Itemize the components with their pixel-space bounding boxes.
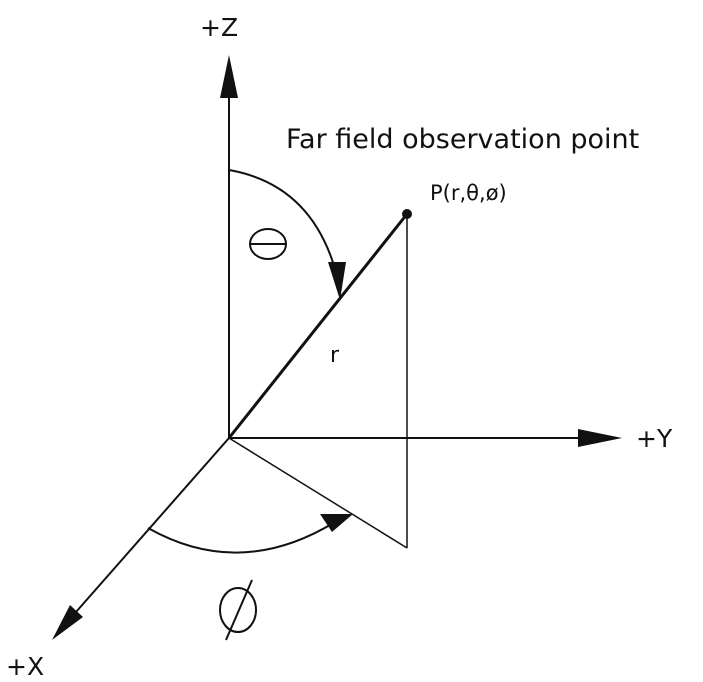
- x-axis-arrowhead: [52, 605, 83, 640]
- radius-vector-line: [227, 213, 409, 439]
- phi-symbol: [219, 579, 257, 641]
- y-axis-arrowhead: [578, 429, 622, 447]
- x-axis-line: [75, 437, 230, 613]
- y-axis-label: +Y: [636, 424, 673, 453]
- theta-symbol: [249, 228, 287, 260]
- radius-label: r: [330, 343, 340, 368]
- z-axis-label: +Z: [200, 13, 238, 42]
- xy-plane-projection-line: [228, 437, 408, 549]
- theta-arc-arrowhead: [328, 262, 346, 300]
- diagram-title: Far field observation point: [286, 124, 639, 155]
- phi-arc-arrowhead: [320, 514, 353, 532]
- phi-arc: [147, 521, 336, 554]
- observation-point-label: P(r,θ,ø): [430, 181, 507, 205]
- z-axis-arrowhead: [220, 55, 238, 98]
- theta-arc: [228, 169, 339, 281]
- x-axis-label: +X: [6, 652, 44, 681]
